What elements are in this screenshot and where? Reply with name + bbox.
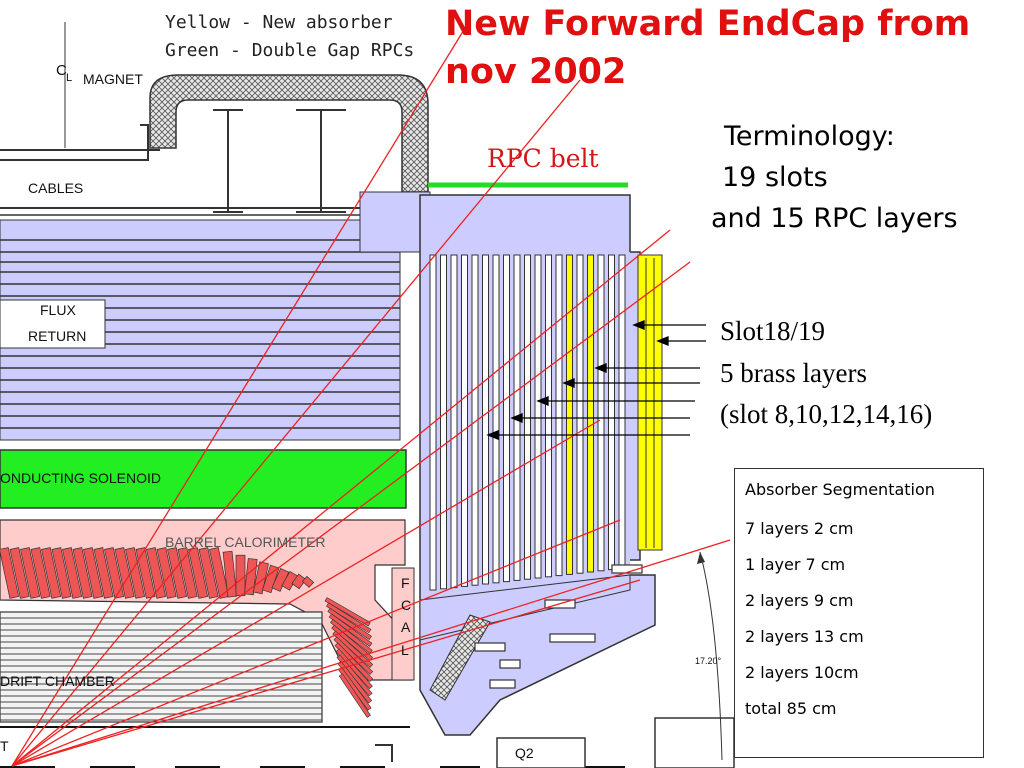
calorimeter-crystal (291, 573, 307, 590)
solenoid (0, 449, 407, 509)
polar-angle-ray (11, 229, 671, 767)
segmentation-total: total 85 cm (745, 699, 837, 718)
calorimeter-crystal (235, 554, 246, 596)
endcap-slot (566, 254, 573, 575)
t-label: T (0, 738, 9, 754)
polar-angle-ray (11, 419, 601, 767)
fcal-label-l: L (401, 642, 409, 658)
q2-magnet (496, 737, 586, 768)
polar-angle-ray (11, 579, 641, 767)
endcap-slot (587, 254, 594, 573)
absorber-segmentation-box: Absorber Segmentation 7 layers 2 cm 1 la… (734, 468, 984, 758)
segmentation-row: 2 layers 9 cm (745, 591, 854, 610)
calorimeter-crystal (167, 547, 188, 599)
q2-label: Q2 (515, 745, 534, 761)
slot-note-3: (slot 8,10,12,14,16) (720, 399, 933, 429)
beam-line (0, 726, 625, 768)
calorimeter-crystal (324, 597, 371, 627)
flux-return-plates (0, 239, 400, 429)
endcap-slot (450, 254, 458, 589)
angle-label: 17.20° (695, 656, 722, 666)
solenoid-label: ONDUCTING SOLENOID (0, 470, 162, 486)
polar-angle-ray (11, 539, 731, 767)
calorimeter-crystal (198, 547, 219, 599)
calorimeter-crystal (104, 547, 125, 599)
calorimeter-crystal (20, 547, 41, 599)
drift-chamber-label: DRIFT CHAMBER (0, 673, 115, 689)
calorimeter-crystal (156, 547, 177, 599)
calorimeter-crystal (41, 547, 62, 599)
calorimeter-crystal (9, 547, 30, 599)
calorimeter-crystal (331, 624, 373, 661)
cl-c-label: C (56, 62, 67, 79)
slot-note-2: 5 brass layers (720, 358, 867, 388)
calorimeter-crystal (62, 547, 83, 599)
terminology-line-2: and 15 RPC layers (711, 203, 958, 234)
slide-title-line-2: nov 2002 (445, 52, 627, 92)
cl-l-label: L (66, 72, 73, 84)
angle-arc (699, 551, 723, 761)
cable-tray (0, 124, 149, 161)
calorimeter-crystal (301, 575, 315, 588)
endcap-taper-hatch (429, 614, 491, 701)
terminology-line-1: 19 slots (722, 162, 828, 193)
calorimeter-crystal (93, 547, 114, 599)
drift-chamber-layers (0, 617, 322, 721)
slide-title: New Forward EndCap from nov 2002 (445, 0, 970, 96)
calorimeter-crystal (114, 547, 135, 599)
fcal-label-f: F (401, 575, 410, 591)
magnet-yoke (149, 74, 429, 193)
endcap-slot (524, 254, 531, 580)
endcap-slot (576, 254, 584, 574)
rpc-belt-label: RPC belt (487, 144, 599, 173)
polar-angle-rays (11, 19, 731, 767)
calorimeter-crystal (30, 547, 51, 599)
endcap-slot (503, 254, 510, 583)
calorimeter-crystal (72, 547, 93, 599)
polar-angle-ray (11, 19, 471, 767)
cables-label: CABLES (28, 180, 84, 196)
fcal-label-a: A (401, 619, 411, 635)
magnet-label: MAGNET (83, 71, 143, 87)
polar-angle-ray (11, 519, 621, 767)
calorimeter-crystal (51, 547, 72, 599)
return-label: RETURN (28, 328, 87, 344)
fcal-label-c: C (401, 597, 412, 613)
magnet-supports (213, 109, 346, 213)
legend-yellow: Yellow - New absorber (165, 12, 393, 33)
calorimeter-crystals (0, 547, 374, 718)
calorimeter-crystal (252, 561, 269, 595)
segmentation-row: 1 layer 7 cm (745, 555, 846, 574)
endcap-slot (597, 254, 605, 572)
slot-note-1: Slot18/19 (720, 316, 826, 346)
polar-angle-ray (11, 261, 691, 767)
calorimeter-crystal (0, 547, 20, 599)
polar-angle-ray (11, 79, 581, 767)
segmentation-row: 2 layers 10cm (745, 663, 859, 682)
endcap-slot (555, 254, 563, 577)
terminology-heading: Terminology: (724, 121, 895, 152)
endcap-slot (545, 254, 552, 578)
calorimeter-crystal (327, 607, 372, 640)
endcap-slot (492, 254, 500, 584)
endcap-slot (440, 254, 447, 590)
flux-label: FLUX (40, 302, 76, 318)
barrel-calorimeter-label: BARREL CALORIMETER (165, 534, 326, 550)
calorimeter-crystal (338, 673, 371, 718)
slide-title-line-1: New Forward EndCap from (445, 4, 971, 44)
segmentation-row: 2 layers 13 cm (745, 627, 864, 646)
calorimeter-crystal (330, 619, 373, 654)
calorimeter-crystal (83, 547, 104, 599)
endcap-slot (618, 254, 626, 569)
legend-green: Green - Double Gap RPCs (165, 40, 415, 61)
calorimeter-crystal (209, 547, 230, 599)
endcap-slot (461, 254, 468, 587)
absorber-segmentation-heading: Absorber Segmentation (745, 480, 935, 499)
slot-arrows (486, 320, 706, 440)
endcap-slot (482, 254, 489, 585)
segmentation-row: 7 layers 2 cm (745, 519, 854, 538)
endcap-slot (534, 254, 542, 579)
absorber-outer (637, 254, 663, 551)
